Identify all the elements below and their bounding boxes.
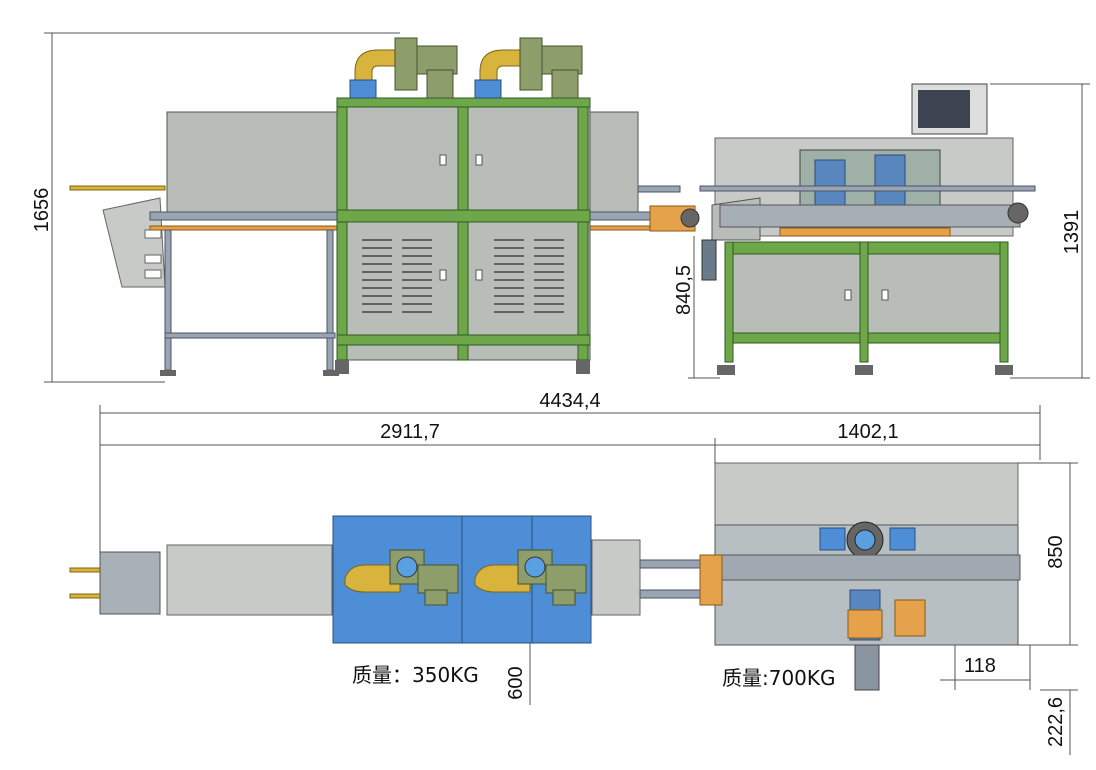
leg [164, 229, 172, 371]
door-handle [439, 269, 447, 281]
motor-top [889, 527, 916, 551]
frame-beam [336, 334, 591, 346]
hood-slot [144, 254, 162, 264]
front-view-right-machine [699, 83, 1036, 375]
oven-body-top-left [166, 544, 333, 616]
door-handle [475, 269, 483, 281]
leg [326, 229, 334, 371]
left-mass-label: 质量：350KG [352, 663, 479, 687]
foot [855, 365, 873, 375]
hmi-screen [918, 90, 970, 128]
blower-top-1 [344, 549, 459, 606]
frame-post [336, 97, 348, 361]
front-view-left-machine [69, 37, 700, 376]
conveyor-top [699, 554, 1021, 581]
feed-rod [69, 185, 166, 191]
frame-beam [336, 97, 591, 108]
foot [323, 370, 339, 376]
top-view-left-machine [69, 515, 711, 644]
frame-beam [336, 209, 591, 223]
frame-post [457, 97, 469, 361]
door-handle [439, 154, 447, 166]
dim-table-height: 840,5 [673, 265, 695, 315]
hood-slot [144, 269, 162, 279]
conveyor-plate [779, 227, 951, 237]
actuator [854, 644, 880, 691]
foot [995, 365, 1013, 375]
infeed-unit [99, 551, 161, 615]
pulley [1007, 202, 1029, 224]
dim-right-depth: 850 [1045, 535, 1067, 568]
dim-overall-height: 1656 [31, 188, 53, 233]
door-handle [881, 289, 889, 301]
dim-total-length: 4434,4 [539, 390, 600, 412]
index-wheel-hub [854, 529, 876, 551]
dim-right-length: 1402,1 [837, 421, 898, 443]
blower-fan-2 [474, 37, 583, 99]
frame-post [577, 97, 589, 361]
filter [701, 239, 717, 281]
table-post [859, 241, 869, 363]
transfer-rail [699, 185, 1036, 192]
blower-fan-1 [349, 37, 458, 99]
table-post [724, 241, 734, 363]
blower-top-2 [474, 549, 587, 606]
foot [160, 370, 176, 376]
dim-right-height: 1391 [1061, 210, 1083, 255]
table-post [999, 241, 1009, 363]
dim-left-length: 2911,7 [380, 421, 440, 443]
dimension-lines [44, 32, 1090, 755]
transfer-rod [637, 185, 681, 193]
oven-body-right [589, 111, 639, 215]
vent-grille [362, 239, 564, 313]
clamp-block [894, 599, 926, 637]
foot [576, 360, 590, 374]
top-hood [714, 462, 1019, 526]
foot [717, 365, 735, 375]
oven-body-left [166, 111, 338, 215]
hood-slot [144, 229, 162, 239]
conveyor-bed [719, 204, 1021, 228]
motor-top [819, 527, 846, 551]
infeed-block [699, 554, 723, 606]
door-handle [844, 289, 852, 301]
right-mass-label: 质量:700KG [722, 666, 836, 690]
foot [335, 360, 349, 374]
gripper-plate [847, 609, 883, 639]
dim-offset-bottom: 222,6 [1045, 697, 1067, 747]
dim-offset-small: 118 [964, 655, 996, 677]
oven-body-top-right [591, 539, 641, 616]
door-handle [475, 154, 483, 166]
pulley [680, 208, 700, 228]
dim-left-depth: 600 [505, 666, 527, 699]
rail [164, 332, 336, 339]
top-view-right-machine [699, 462, 1021, 691]
